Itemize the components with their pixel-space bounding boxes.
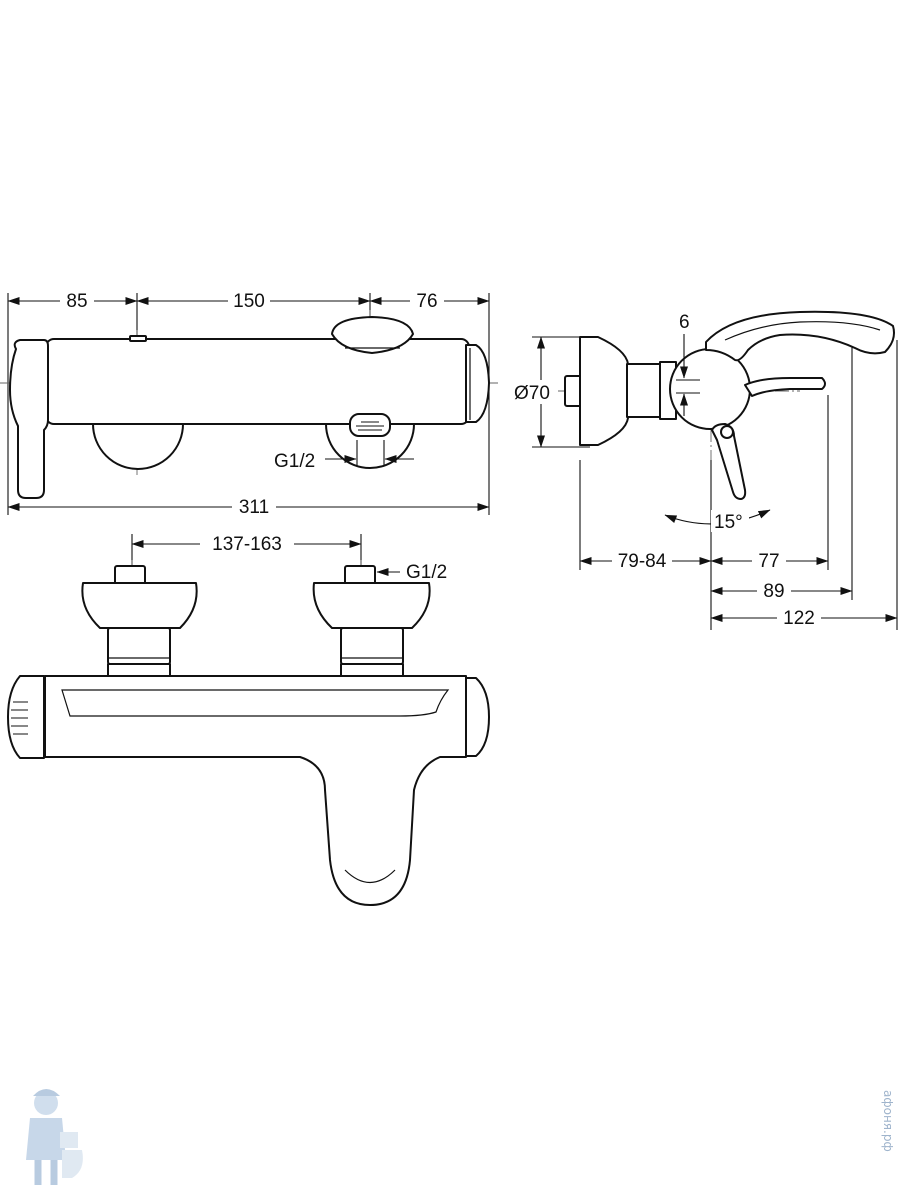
dim-angle: 15° [714,512,743,533]
top-view: 85 150 76 311 G1/2 [0,289,500,518]
dim-77: 77 [758,551,779,572]
dim-76: 76 [416,291,437,312]
dim-centers: 137-163 [212,534,282,555]
front-view: 137-163 G1/2 [7,531,490,906]
dim-diameter: Ø70 [514,383,550,404]
watermark-text: афоня.рф [881,1090,895,1152]
dim-79-84: 79-84 [618,551,667,572]
dim-85: 85 [66,291,87,312]
dim-outlet-thread: G1/2 [274,451,315,472]
dim-122: 122 [783,608,815,629]
dim-6: 6 [679,312,690,333]
dim-150: 150 [233,291,265,312]
side-view: Ø70 6 15° 79-84 77 89 122 [512,310,898,630]
plumber-mascot-icon [26,1089,83,1185]
dim-311: 311 [239,497,269,518]
dim-inlet-thread: G1/2 [406,562,447,583]
dim-89: 89 [763,581,784,602]
